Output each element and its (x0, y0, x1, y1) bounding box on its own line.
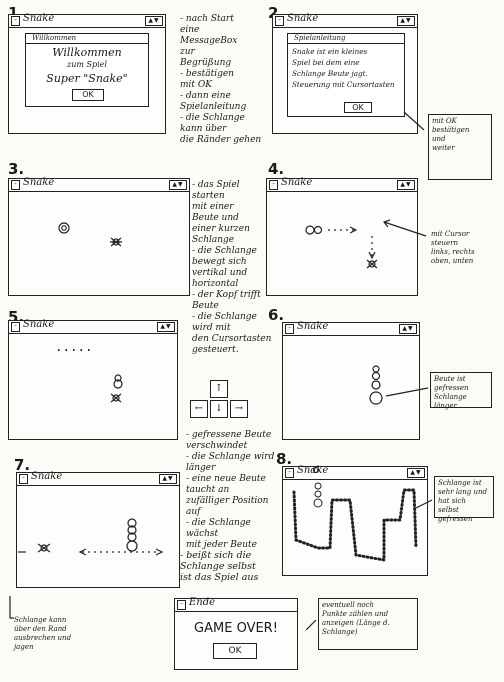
long-snake-icon (294, 483, 416, 560)
arrow-right-icon (156, 549, 162, 555)
spider-prey-icon (110, 238, 122, 246)
pointer-arrow (404, 112, 424, 130)
pointer-arrow (384, 222, 426, 236)
spider-prey-icon (111, 394, 121, 402)
pointer-arrow (10, 596, 14, 618)
snake-body-icon (315, 227, 322, 234)
pointer-arrow (386, 388, 428, 396)
pointer-arrow (416, 500, 432, 508)
snake-head-icon (59, 223, 69, 233)
snake-body-icon (372, 381, 380, 389)
snake-body-icon (373, 373, 380, 380)
spider-prey-icon (314, 468, 319, 473)
snake-head-icon (306, 226, 314, 234)
snake-body-icon (373, 366, 379, 372)
snake-eye-icon (62, 226, 66, 230)
pointer-arrow (306, 620, 316, 630)
snake-head-icon (127, 541, 137, 551)
snake-head-icon (370, 392, 382, 404)
spider-prey-icon (38, 544, 50, 552)
spider-prey-icon (367, 260, 377, 268)
